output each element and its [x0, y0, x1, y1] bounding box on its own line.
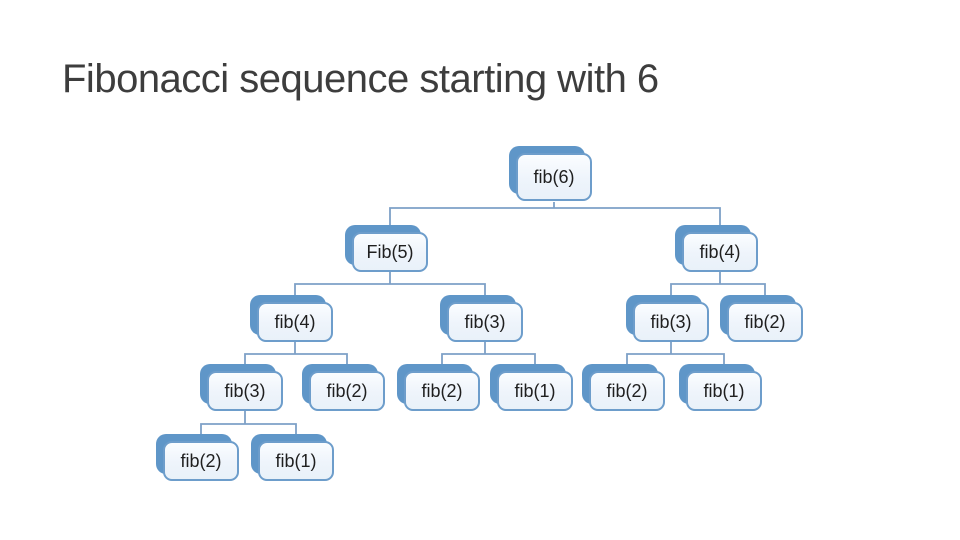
tree-node-L3-fib3-a[interactable]: fib(3) — [440, 295, 523, 342]
tree-node-L3-fib3-b[interactable]: fib(3) — [626, 295, 709, 342]
slide-title: Fibonacci sequence starting with 6 — [62, 57, 659, 101]
node-label: fib(2) — [421, 380, 463, 401]
tree-node-L4-fib1-b[interactable]: fib(1) — [679, 364, 762, 411]
node-label: fib(3) — [464, 311, 506, 332]
node-card: fib(2) — [589, 371, 665, 411]
tree-node-L2-fib5[interactable]: Fib(5) — [345, 225, 428, 272]
node-label: fib(3) — [650, 311, 692, 332]
tree-node-L4-fib2-c[interactable]: fib(2) — [582, 364, 665, 411]
node-label: Fib(5) — [366, 241, 414, 262]
node-label: fib(6) — [533, 166, 575, 187]
tree-node-L3-fib2[interactable]: fib(2) — [720, 295, 803, 342]
tree-node-L4-fib2-b[interactable]: fib(2) — [397, 364, 480, 411]
node-card: Fib(5) — [352, 232, 428, 272]
node-card: fib(4) — [682, 232, 758, 272]
node-card: fib(3) — [207, 371, 283, 411]
node-card: fib(3) — [633, 302, 709, 342]
node-label: fib(1) — [514, 380, 556, 401]
tree-node-L4-fib1-a[interactable]: fib(1) — [490, 364, 573, 411]
node-card: fib(1) — [497, 371, 573, 411]
node-card: fib(2) — [163, 441, 239, 481]
node-card: fib(1) — [258, 441, 334, 481]
node-card: fib(2) — [727, 302, 803, 342]
node-label: fib(4) — [274, 311, 316, 332]
tree-node-L4-fib2-a[interactable]: fib(2) — [302, 364, 385, 411]
connector-fib6-children — [389, 202, 721, 233]
node-label: fib(2) — [744, 311, 786, 332]
node-label: fib(1) — [275, 450, 317, 471]
tree-node-L1-fib6[interactable]: fib(6) — [509, 146, 592, 201]
node-label: fib(3) — [224, 380, 266, 401]
node-card: fib(6) — [516, 153, 592, 201]
tree-node-L5-fib1[interactable]: fib(1) — [251, 434, 334, 481]
tree-node-L3-fib4[interactable]: fib(4) — [250, 295, 333, 342]
node-label: fib(4) — [699, 241, 741, 262]
tree-node-L5-fib2[interactable]: fib(2) — [156, 434, 239, 481]
tree-node-L4-fib3[interactable]: fib(3) — [200, 364, 283, 411]
tree-node-L2-fib4[interactable]: fib(4) — [675, 225, 758, 272]
node-label: fib(1) — [703, 380, 745, 401]
node-card: fib(1) — [686, 371, 762, 411]
node-card: fib(2) — [404, 371, 480, 411]
node-card: fib(2) — [309, 371, 385, 411]
node-card: fib(3) — [447, 302, 523, 342]
node-label: fib(2) — [326, 380, 368, 401]
node-label: fib(2) — [606, 380, 648, 401]
node-label: fib(2) — [180, 450, 222, 471]
node-card: fib(4) — [257, 302, 333, 342]
